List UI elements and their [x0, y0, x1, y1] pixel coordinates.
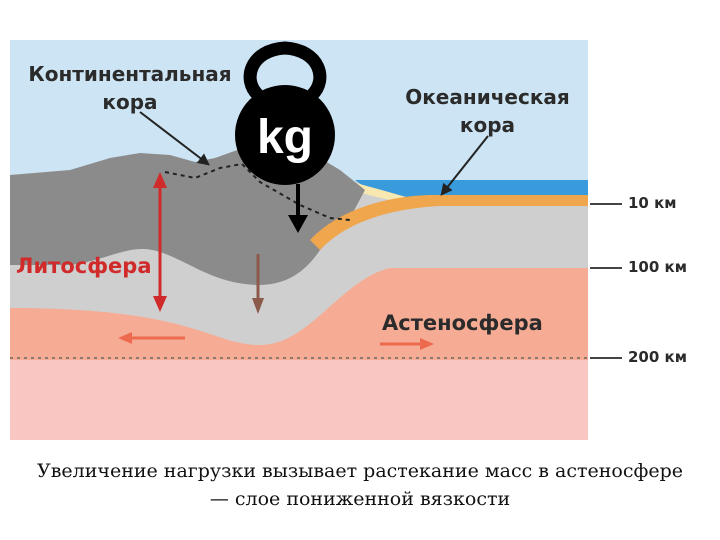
depth-label-200km: 200 км — [628, 348, 687, 366]
depth-label-10km: 10 км — [628, 194, 677, 212]
oceanic-crust-label-line1: Океаническая — [400, 83, 575, 111]
lithosphere-label: Литосфера — [16, 254, 152, 278]
oceanic-crust-label: Океаническая кора — [400, 83, 575, 139]
depth-10km-tick — [590, 203, 622, 205]
depth-label-100km: 100 км — [628, 258, 687, 276]
oceanic-crust-label-line2: кора — [400, 111, 575, 139]
caption-line-1: Увеличение нагрузки вызывает растекание … — [0, 460, 720, 482]
asthenosphere-label: Астеносфера — [382, 311, 543, 335]
continental-crust-label-line2: кора — [20, 88, 240, 116]
continental-crust-label: Континентальная кора — [20, 60, 240, 116]
depth-100km-tick — [590, 267, 622, 269]
depth-200km-tick — [590, 357, 622, 359]
caption-line-2: — слое пониженной вязкости — [0, 488, 720, 510]
continental-crust-label-line1: Континентальная — [20, 60, 240, 88]
weight-label: kg — [257, 111, 313, 164]
